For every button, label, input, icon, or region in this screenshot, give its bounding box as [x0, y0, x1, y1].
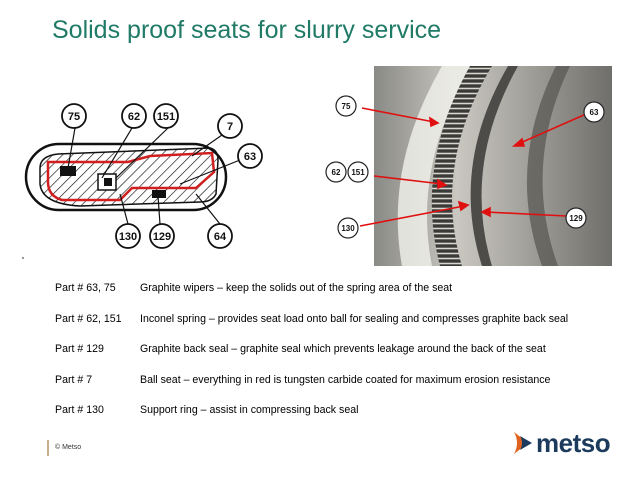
part-number: Part # 63, 75: [55, 282, 116, 294]
part-number: Part # 62, 151: [55, 312, 122, 325]
photo-callout-75: 75: [342, 102, 351, 111]
callout-7: 7: [227, 121, 233, 133]
part-description: Inconel spring – provides seat load onto…: [140, 312, 569, 325]
graphite-back-seal: [152, 190, 166, 198]
metso-logo: metso: [510, 428, 611, 460]
slide-title: Solids proof seats for slurry service: [52, 16, 442, 44]
footer-divider: [47, 440, 49, 456]
part-description: Graphite back seal – graphite seal which…: [140, 343, 546, 355]
photo-seal-ring: [470, 66, 518, 266]
footer-copyright: © Metso: [55, 444, 82, 451]
callout-62: 62: [128, 111, 140, 123]
tungsten-carbide-coating: [46, 151, 216, 202]
part-description: Graphite wipers – keep the solids out of…: [140, 282, 453, 294]
parts-list: Part # 63, 75 Graphite wipers – keep the…: [55, 282, 635, 435]
photo-spring: [431, 66, 492, 266]
metso-wordmark: metso: [536, 428, 611, 458]
photo-highlight: [397, 66, 472, 266]
part-row: Part # 130 Support ring – assist in comp…: [55, 404, 635, 435]
callout-63: 63: [244, 151, 256, 163]
seat-photo: 75 63 62 151 130 129: [325, 66, 612, 266]
photo-callout-151: 151: [351, 168, 365, 177]
part-number: Part # 130: [55, 404, 104, 416]
stray-dot: [22, 257, 24, 259]
part-number: Part # 7: [55, 373, 93, 386]
part-row: Part # 62, 151 Inconel spring – provides…: [55, 313, 635, 344]
photo-callout-63: 63: [590, 108, 599, 117]
graphite-wiper: [60, 166, 76, 176]
part-row: Part # 63, 75 Graphite wipers – keep the…: [55, 282, 635, 313]
part-description: Support ring – assist in compressing bac…: [140, 404, 359, 416]
part-number: Part # 129: [55, 343, 104, 355]
callout-64: 64: [214, 231, 227, 243]
photo-callout-62: 62: [332, 168, 341, 177]
diagram-callouts: [61, 103, 263, 249]
callout-129: 129: [153, 231, 171, 243]
part-row: Part # 7 Ball seat – everything in red i…: [55, 374, 635, 405]
callout-130: 130: [119, 231, 137, 243]
photo-callout-130: 130: [341, 224, 355, 233]
photo-callout-129: 129: [569, 214, 583, 223]
callout-75: 75: [68, 111, 80, 123]
part-row: Part # 129 Graphite back seal – graphite…: [55, 343, 635, 374]
photo-outer-edge: [526, 66, 570, 266]
seat-body-hatch: [39, 147, 219, 207]
seat-cross-section-diagram: 75 62 151 7 63 130 129 64: [24, 103, 263, 249]
inconel-spring: [104, 178, 112, 186]
metso-logo-icon: [514, 432, 532, 454]
callout-151: 151: [157, 111, 175, 123]
part-description: Ball seat – everything in red is tungste…: [140, 373, 551, 386]
